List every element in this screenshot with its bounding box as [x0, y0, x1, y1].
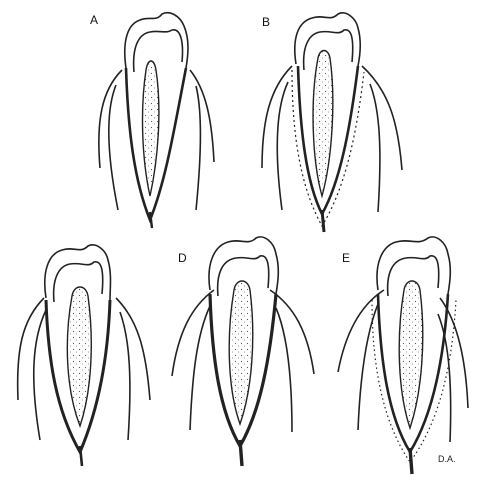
pulp-b [313, 51, 333, 197]
gum-right-e [438, 298, 468, 442]
panel-label-b: B [262, 15, 270, 29]
gum-left-d [172, 290, 214, 430]
gum-left-b [262, 66, 292, 210]
panel-e: E D.A. [338, 237, 468, 474]
pulp-d [229, 281, 253, 424]
gum-left-c [18, 298, 46, 440]
apex-d [240, 440, 242, 466]
pulp-a [143, 61, 159, 196]
tooth-d [172, 237, 314, 466]
panel-label-e: E [342, 251, 350, 265]
gum-right-b [362, 66, 402, 212]
panel-d: D [172, 237, 314, 466]
pulp-e [399, 281, 423, 428]
gum-left-a [99, 70, 122, 210]
panel-c [18, 245, 150, 466]
apex-b [322, 210, 324, 232]
panel-b: B [262, 13, 402, 232]
panel-label-a: A [90, 13, 98, 27]
gum-right-d [270, 290, 314, 432]
pulp-c [67, 287, 91, 426]
tooth-e [338, 237, 468, 474]
panel-label-d: D [178, 251, 187, 265]
enamel-a [134, 30, 183, 72]
tooth-a [99, 13, 214, 228]
tooth-c [18, 245, 150, 466]
gum-left-e [338, 290, 384, 430]
panel-a: A [90, 13, 214, 228]
gum-right-a [190, 70, 214, 210]
apex-e [410, 448, 412, 474]
tooth-b [262, 13, 402, 232]
artist-signature: D.A. [438, 454, 456, 464]
gum-right-c [116, 298, 150, 440]
